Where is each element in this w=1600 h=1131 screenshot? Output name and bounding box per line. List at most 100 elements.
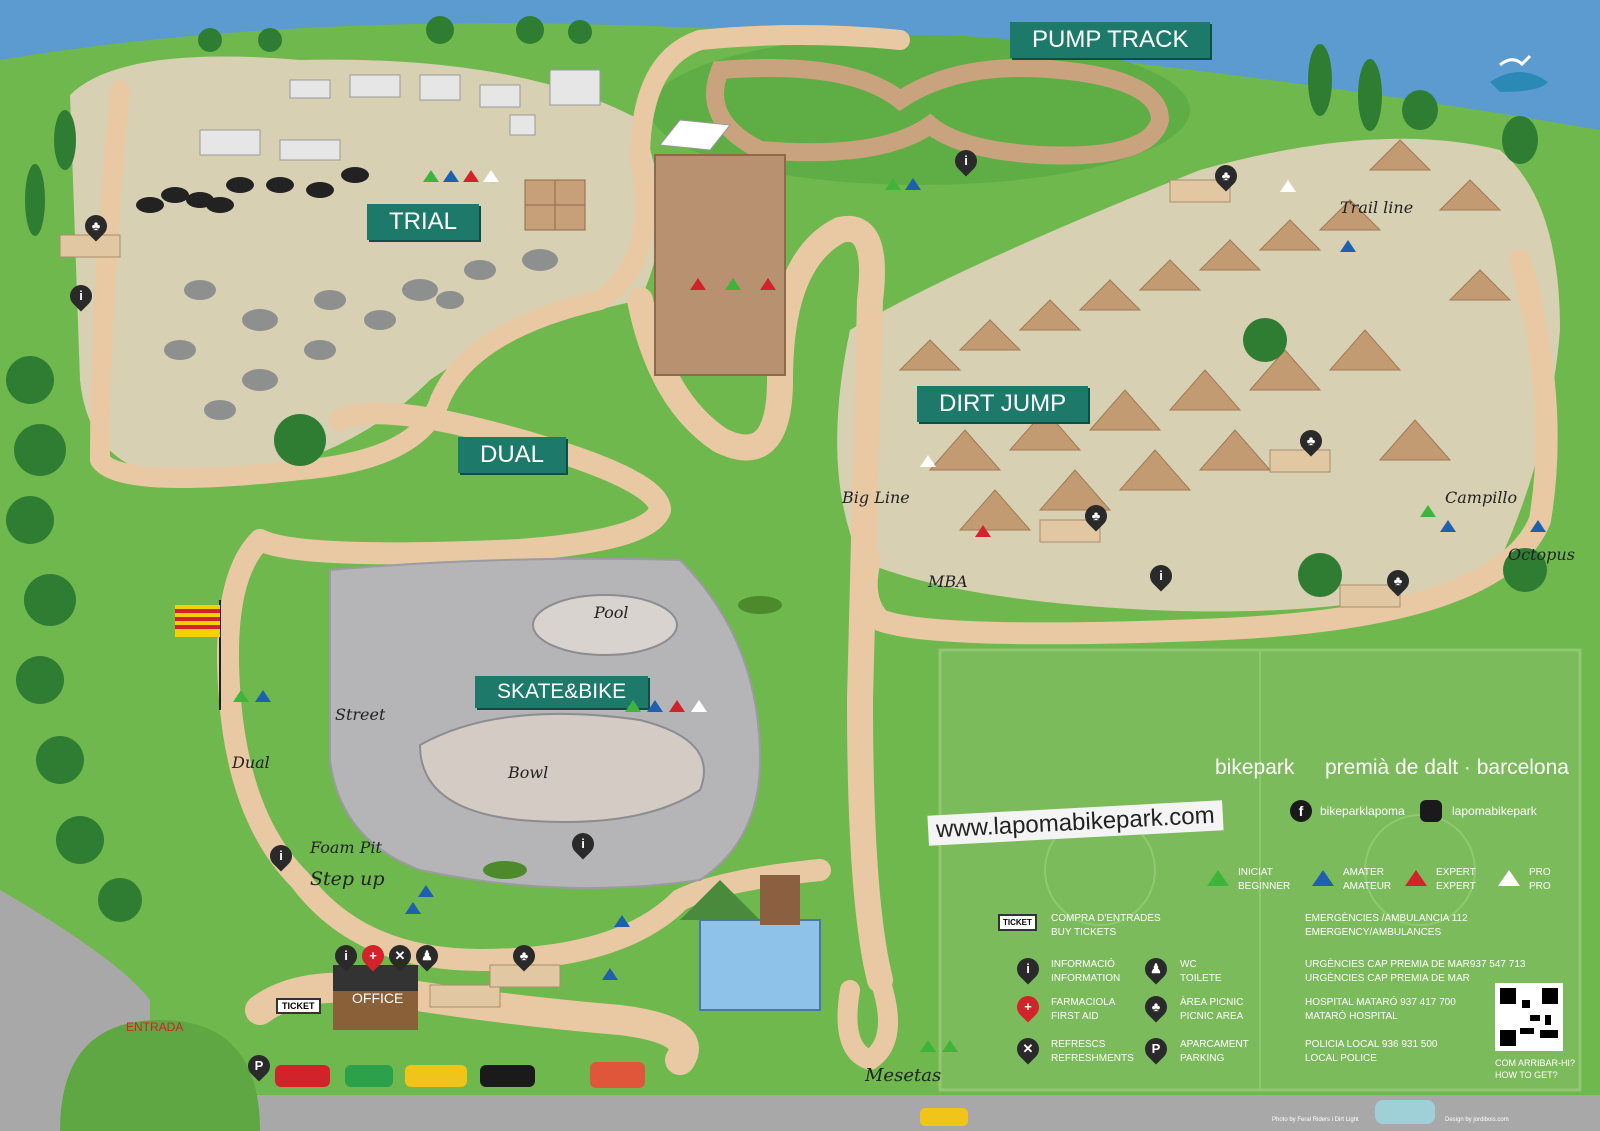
picnic-tables xyxy=(59,179,1401,1008)
info-pin-icon[interactable]: i xyxy=(567,828,599,860)
expert-tent-icon xyxy=(690,278,706,290)
label-bowl: Bowl xyxy=(508,763,549,782)
label-octopus: Octopus xyxy=(1508,545,1575,564)
photo-credit: Photo by Feral Riders i Dirt Light xyxy=(1272,1117,1359,1123)
instagram-icon[interactable] xyxy=(1420,800,1442,822)
beginner-tent-icon xyxy=(1420,505,1436,517)
legend-beginner-icon xyxy=(1207,870,1229,886)
picnic-pin-icon[interactable]: ♣ xyxy=(1295,425,1327,457)
amateur-tent-icon xyxy=(614,915,630,927)
zone-dirt-jump: DIRT JUMP xyxy=(917,386,1089,422)
trial-area xyxy=(70,56,660,481)
amateur-tent-icon xyxy=(255,690,271,702)
amateur-tent-icon xyxy=(905,178,921,190)
refreshments-pin-icon[interactable]: ✕ xyxy=(384,940,416,972)
corner-grass xyxy=(60,1020,260,1131)
picnic-pin-icon[interactable]: ♣ xyxy=(1080,500,1112,532)
beginner-tent-icon xyxy=(942,1040,958,1052)
tyres xyxy=(136,167,369,213)
label-campillo: Campillo xyxy=(1445,488,1518,507)
picnic-pin-icon[interactable]: ♣ xyxy=(1382,565,1414,597)
legend-amateur-icon xyxy=(1312,870,1334,886)
beginner-tent-icon xyxy=(625,700,641,712)
pro-tent-icon xyxy=(920,455,936,467)
legend-parking-icon: P xyxy=(1140,1033,1172,1065)
zone-dual: DUAL xyxy=(458,437,567,473)
catalan-flag xyxy=(175,605,220,637)
bowl xyxy=(418,712,705,823)
info-pin-icon[interactable]: i xyxy=(950,145,982,177)
legend-pro-icon xyxy=(1498,870,1520,886)
picnic-pin-icon[interactable]: ♣ xyxy=(1210,160,1242,192)
brand-bikepark: bikepark xyxy=(1215,756,1295,779)
design-credit: Design by jordibois.com xyxy=(1445,1117,1509,1123)
legend-info-icon: i xyxy=(1012,953,1044,985)
beginner-tent-icon xyxy=(423,170,439,182)
info-pin-icon[interactable]: i xyxy=(330,940,362,972)
picnic-pin-icon[interactable]: ♣ xyxy=(80,210,112,242)
label-pool: Pool xyxy=(594,603,629,622)
expert-tent-icon xyxy=(669,700,685,712)
instagram-handle[interactable]: lapomabikepark xyxy=(1452,804,1537,818)
zone-skate-bike: SKATE&BIKE xyxy=(475,676,649,708)
label-foam-pit: Foam Pit xyxy=(310,838,382,857)
label-trail-line: Trail line xyxy=(1340,198,1414,217)
info-pin-icon[interactable]: i xyxy=(265,840,297,872)
wc-pin-icon[interactable]: ♟ xyxy=(411,940,443,972)
legend-expert-icon xyxy=(1405,870,1427,886)
legend-refreshments-icon: ✕ xyxy=(1012,1033,1044,1065)
zone-trial: TRIAL xyxy=(367,204,480,240)
crates xyxy=(524,179,586,231)
picnic-pin-icon[interactable]: ♣ xyxy=(508,940,540,972)
amateur-tent-icon xyxy=(1340,240,1356,252)
label-big-line: Big Line xyxy=(842,488,910,507)
trial-blocks xyxy=(199,69,601,161)
expert-tent-icon xyxy=(760,278,776,290)
pump-track-loop xyxy=(706,59,1170,165)
beginner-tent-icon xyxy=(885,178,901,190)
road xyxy=(0,1095,1600,1131)
info-pin-icon[interactable]: i xyxy=(1145,560,1177,592)
label-mesetas: Mesetas xyxy=(865,1065,942,1086)
pro-tent-icon xyxy=(483,170,499,182)
brand-location: premià de dalt · barcelona xyxy=(1325,756,1569,779)
expert-tent-icon xyxy=(975,525,991,537)
trees xyxy=(6,16,1547,922)
pro-tent-icon xyxy=(1280,180,1296,192)
legend-ticket-icon: TICKET xyxy=(998,914,1037,931)
expert-tent-icon xyxy=(463,170,479,182)
pool xyxy=(532,594,678,656)
legend-picnic-icon: ♣ xyxy=(1140,991,1172,1023)
bikepark-logo xyxy=(1490,54,1548,92)
facebook-icon[interactable]: f xyxy=(1290,800,1312,822)
label-dual-arrow: Dual xyxy=(232,753,270,772)
label-street: Street xyxy=(335,705,386,724)
dirt-jump-area xyxy=(837,138,1560,612)
foam-pit xyxy=(699,919,821,1011)
qr-code xyxy=(1495,983,1563,1051)
legend-pharmacy-icon: + xyxy=(1012,991,1044,1023)
dirt-jumps xyxy=(898,139,1512,531)
parking-pin-icon[interactable]: P xyxy=(243,1050,275,1082)
first-aid-pin-icon[interactable]: + xyxy=(357,940,389,972)
info-pin-icon[interactable]: i xyxy=(65,280,97,312)
beginner-tent-icon xyxy=(725,278,741,290)
amateur-tent-icon xyxy=(443,170,459,182)
start-tower xyxy=(654,154,786,376)
facebook-handle[interactable]: bikeparklapoma xyxy=(1320,804,1405,818)
how-to-get[interactable]: COM ARRIBAR-HI?HOW TO GET? xyxy=(1495,1058,1576,1080)
entrance-label: ENTRADA xyxy=(126,1020,184,1034)
